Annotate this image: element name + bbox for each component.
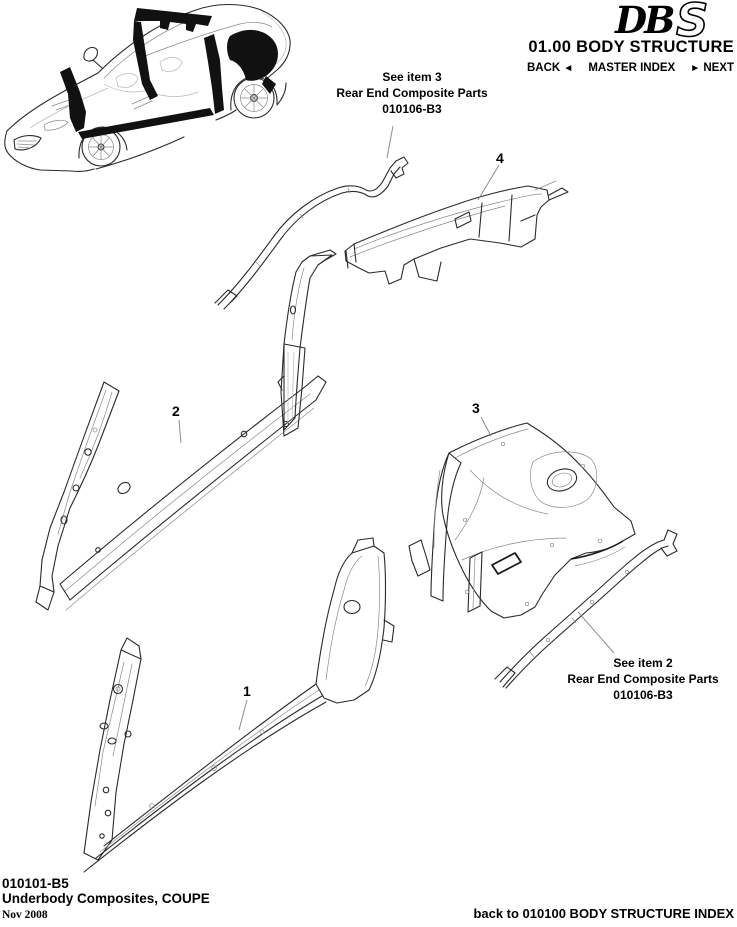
part-label-1: 1	[243, 683, 251, 699]
part-label-2: 2	[172, 403, 180, 419]
page-title: 01.00 BODY STRUCTURE	[528, 38, 734, 56]
next-arrow-icon: ►	[690, 63, 701, 74]
rail-item2-reference-drawing	[494, 529, 678, 689]
see-item-3-annotation[interactable]: See item 3 Rear End Composite Parts 0101…	[322, 69, 502, 117]
dbs-logo: DB S	[613, 0, 735, 48]
back-to-index-link[interactable]: back to 010100 BODY STRUCTURE INDEX	[473, 906, 734, 921]
logo-db-text: DB	[614, 0, 674, 42]
nav-master-index-link[interactable]: MASTER INDEX	[588, 62, 676, 74]
part-1-drawing	[83, 537, 395, 873]
car-body-structure-illustration	[4, 4, 291, 172]
nav-back-label: BACK	[526, 62, 561, 74]
back-arrow-icon: ◄	[563, 63, 574, 74]
part-label-4: 4	[496, 150, 504, 166]
see-item-3-line1: See item 3	[382, 70, 442, 84]
logo-s-text: S	[676, 0, 708, 42]
see-item-2-line1: See item 2	[613, 656, 673, 670]
part-2-drawing	[35, 249, 337, 611]
document-number: 010101-B5	[2, 876, 69, 891]
see-item-3-line2: Rear End Composite Parts	[336, 86, 488, 100]
nav-next-label: NEXT	[703, 62, 734, 74]
see-item-2-line2: Rear End Composite Parts	[567, 672, 719, 686]
see-item-2-line3: 010106-B3	[613, 688, 673, 702]
document-title: Underbody Composites, COUPE	[2, 891, 210, 906]
part-label-3: 3	[472, 400, 480, 416]
nav-back-link[interactable]: BACK ◄	[527, 62, 573, 74]
document-date: Nov 2008	[2, 909, 48, 921]
rail-item3-reference-drawing	[214, 156, 409, 310]
nav-next-link[interactable]: ► NEXT	[690, 62, 734, 74]
part-3-drawing	[408, 422, 636, 619]
see-item-3-line3: 010106-B3	[382, 102, 442, 116]
leader-lines	[178, 125, 615, 731]
see-item-2-annotation[interactable]: See item 2 Rear End Composite Parts 0101…	[553, 655, 733, 703]
header-navigation: BACK ◄ MASTER INDEX ► NEXT	[527, 62, 734, 74]
part-4-drawing	[344, 180, 569, 285]
